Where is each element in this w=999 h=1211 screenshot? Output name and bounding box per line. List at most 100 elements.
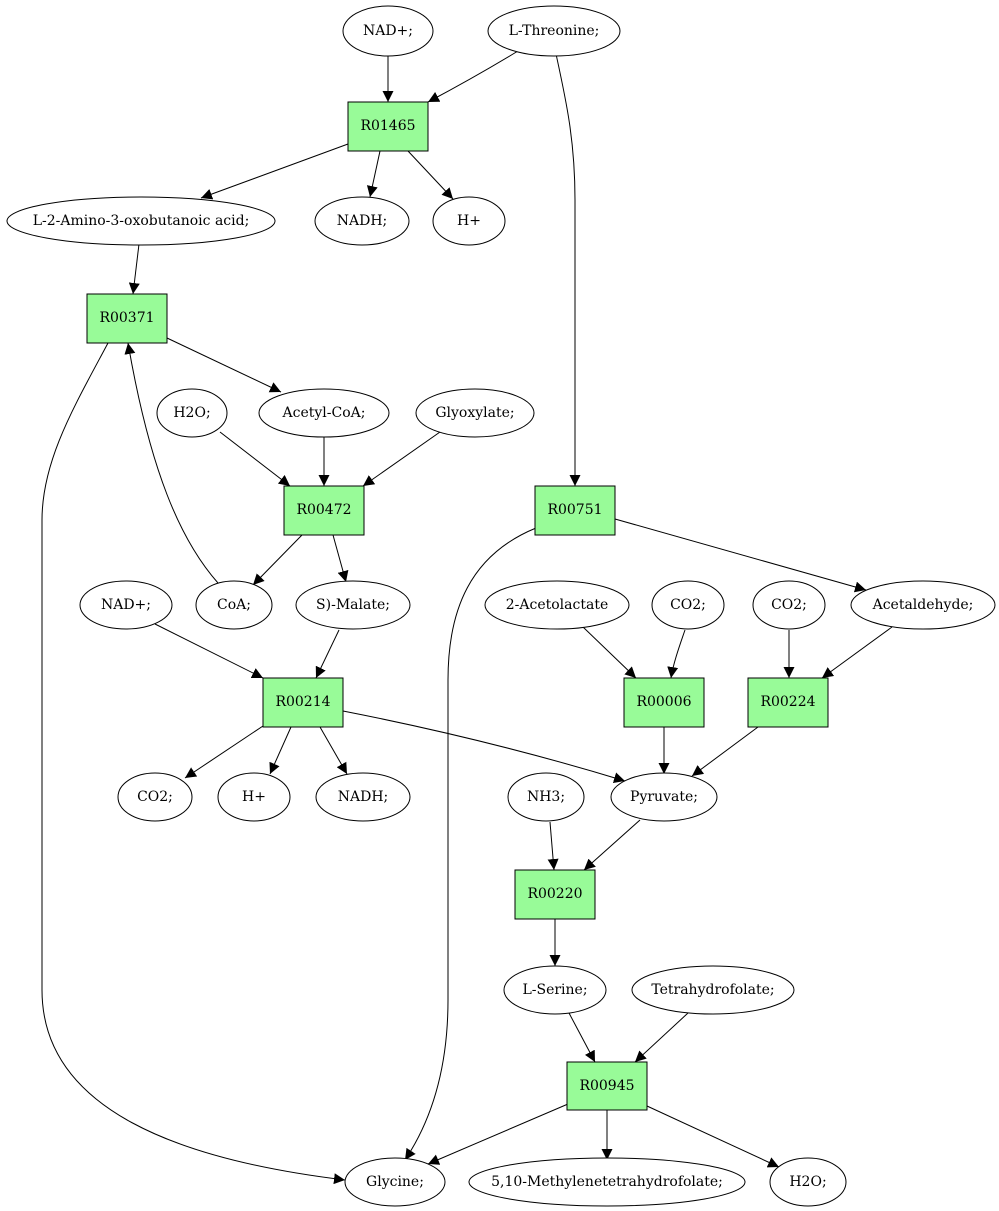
node-h-top: H+ xyxy=(432,196,506,246)
node-h2o-bottom-label: H2O; xyxy=(789,1174,826,1190)
node-h-mid: H+ xyxy=(217,772,291,822)
node-acetaldehyde-label: Acetaldehyde; xyxy=(872,597,974,613)
edge-co2a-to-r00006 xyxy=(667,629,686,679)
node-co2-b-label: CO2; xyxy=(771,597,807,613)
node-amino-oxobutanoic-label: L-2-Amino-3-oxobutanoic acid; xyxy=(33,213,250,229)
node-l-threonine-label: L-Threonine; xyxy=(509,23,600,39)
node-acetaldehyde: Acetaldehyde; xyxy=(850,580,996,630)
edge-r00945-to-h2o-bottom xyxy=(646,1105,780,1168)
reaction-r00371: R00371 xyxy=(86,293,168,344)
node-h2o-top-label: H2O; xyxy=(173,405,210,421)
edge-pyruvate-to-r00220 xyxy=(583,819,641,871)
node-methylene-thf: 5,10-Methylenetetrahydrofolate; xyxy=(468,1157,746,1207)
node-acetyl-coa-label: Acetyl-CoA; xyxy=(282,405,366,421)
edge-l-serine-to-r00945 xyxy=(568,1012,596,1063)
edge-r00214-to-pyruvate xyxy=(342,710,626,784)
node-glycine: Glycine; xyxy=(344,1157,446,1207)
node-co2-a-label: CO2; xyxy=(670,597,706,613)
reaction-r01465-label: R01465 xyxy=(360,118,415,134)
node-h2o-top: H2O; xyxy=(156,388,228,438)
node-co2-b: CO2; xyxy=(752,580,826,630)
node-co2-c-label: CO2; xyxy=(137,789,173,805)
edge-amino-oxobutanoic-to-r00371 xyxy=(128,243,140,295)
reaction-r00945: R00945 xyxy=(566,1061,648,1111)
node-glyoxylate-label: Glyoxylate; xyxy=(435,405,514,421)
node-co2-c: CO2; xyxy=(117,772,193,822)
node-coa-label: CoA; xyxy=(217,597,251,613)
edge-acetolactate-to-r00006 xyxy=(582,626,637,679)
node-nad-mid-label: NAD+; xyxy=(101,597,151,613)
reaction-r00214: R00214 xyxy=(262,677,344,728)
node-h-top-label: H+ xyxy=(457,213,481,229)
node-h2o-bottom: H2O; xyxy=(769,1157,847,1207)
reaction-r00224: R00224 xyxy=(747,677,829,728)
edge-h2o-top-to-r00472 xyxy=(219,431,291,487)
reaction-r00472: R00472 xyxy=(283,485,365,536)
reaction-r00006-label: R00006 xyxy=(636,694,691,710)
node-nh3-label: NH3; xyxy=(527,789,565,805)
reaction-r00214-label: R00214 xyxy=(275,694,330,710)
node-h-mid-label: H+ xyxy=(242,789,266,805)
edge-r00472-to-coa xyxy=(252,534,303,586)
edge-threonine-to-r01465 xyxy=(427,50,519,103)
edge-r00224-to-pyruvate xyxy=(691,726,759,777)
node-nad-top: NAD+; xyxy=(342,5,434,57)
edge-thf-to-r00945 xyxy=(634,1012,689,1063)
reaction-r00224-label: R00224 xyxy=(760,694,815,710)
edges xyxy=(41,50,893,1185)
reaction-r00220-label: R00220 xyxy=(527,886,582,902)
edge-coa-to-r00371 xyxy=(124,342,219,584)
reaction-r00220: R00220 xyxy=(514,869,596,920)
node-nadh-mid-label: NADH; xyxy=(338,789,389,805)
edge-r01465-to-nadh-top xyxy=(366,150,381,198)
node-nad-mid: NAD+; xyxy=(79,580,173,630)
node-l-serine: L-Serine; xyxy=(503,965,607,1015)
reaction-r01465: R01465 xyxy=(347,101,429,152)
node-pyruvate-label: Pyruvate; xyxy=(630,789,698,805)
edge-s-malate-to-r00214 xyxy=(315,629,340,679)
node-amino-oxobutanoic: L-2-Amino-3-oxobutanoic acid; xyxy=(6,196,276,246)
edge-r00371-to-acetyl-coa xyxy=(166,337,282,393)
node-nh3: NH3; xyxy=(507,772,585,822)
reaction-r00371-label: R00371 xyxy=(99,310,154,326)
node-tetrahydrofolate-label: Tetrahydrofolate; xyxy=(651,982,774,998)
node-acetolactate: 2-Acetolactate xyxy=(484,580,630,630)
edge-nh3-to-r00220 xyxy=(547,821,559,871)
edge-threonine-to-r00751 xyxy=(555,53,581,486)
reaction-r00751-label: R00751 xyxy=(547,502,602,518)
edge-nad-mid-to-r00214 xyxy=(154,623,264,679)
node-s-malate-label: S)-Malate; xyxy=(316,597,390,613)
reaction-r00472-label: R00472 xyxy=(296,502,351,518)
edge-r00214-to-co2c xyxy=(184,725,264,779)
node-acetolactate-label: 2-Acetolactate xyxy=(506,597,608,613)
edge-r00945-to-glycine xyxy=(427,1103,569,1165)
node-glycine-label: Glycine; xyxy=(366,1174,424,1190)
node-glyoxylate: Glyoxylate; xyxy=(415,388,535,438)
edge-r00472-to-s-malate xyxy=(332,534,349,583)
node-pyruvate: Pyruvate; xyxy=(610,772,718,822)
edge-r00214-to-nadh-mid xyxy=(319,726,348,775)
node-l-serine-label: L-Serine; xyxy=(522,982,587,998)
edge-r00751-to-acetaldehyde xyxy=(614,518,867,593)
node-methylene-thf-label: 5,10-Methylenetetrahydrofolate; xyxy=(491,1174,723,1190)
reaction-r00945-label: R00945 xyxy=(579,1078,634,1094)
edge-glyoxylate-to-r00472 xyxy=(362,431,441,487)
reaction-r00751: R00751 xyxy=(534,485,616,536)
node-nad-top-label: NAD+; xyxy=(363,23,413,39)
node-l-threonine: L-Threonine; xyxy=(487,5,621,57)
edge-r00751-to-glycine xyxy=(404,527,537,1161)
edge-acetaldehyde-to-r00224 xyxy=(821,626,893,679)
node-coa: CoA; xyxy=(195,580,273,630)
node-tetrahydrofolate: Tetrahydrofolate; xyxy=(631,965,795,1015)
node-nadh-top-label: NADH; xyxy=(337,213,388,229)
edge-r00371-to-glycine xyxy=(41,342,346,1185)
node-acetyl-coa: Acetyl-CoA; xyxy=(258,388,390,438)
reaction-r00006: R00006 xyxy=(623,677,705,728)
edge-r01465-to-h-top xyxy=(407,150,454,200)
node-nadh-top: NADH; xyxy=(314,196,410,246)
edge-r00214-to-h-mid xyxy=(269,726,292,775)
node-co2-a: CO2; xyxy=(651,580,725,630)
node-s-malate: S)-Malate; xyxy=(295,580,411,630)
node-nadh-mid: NADH; xyxy=(315,772,411,822)
